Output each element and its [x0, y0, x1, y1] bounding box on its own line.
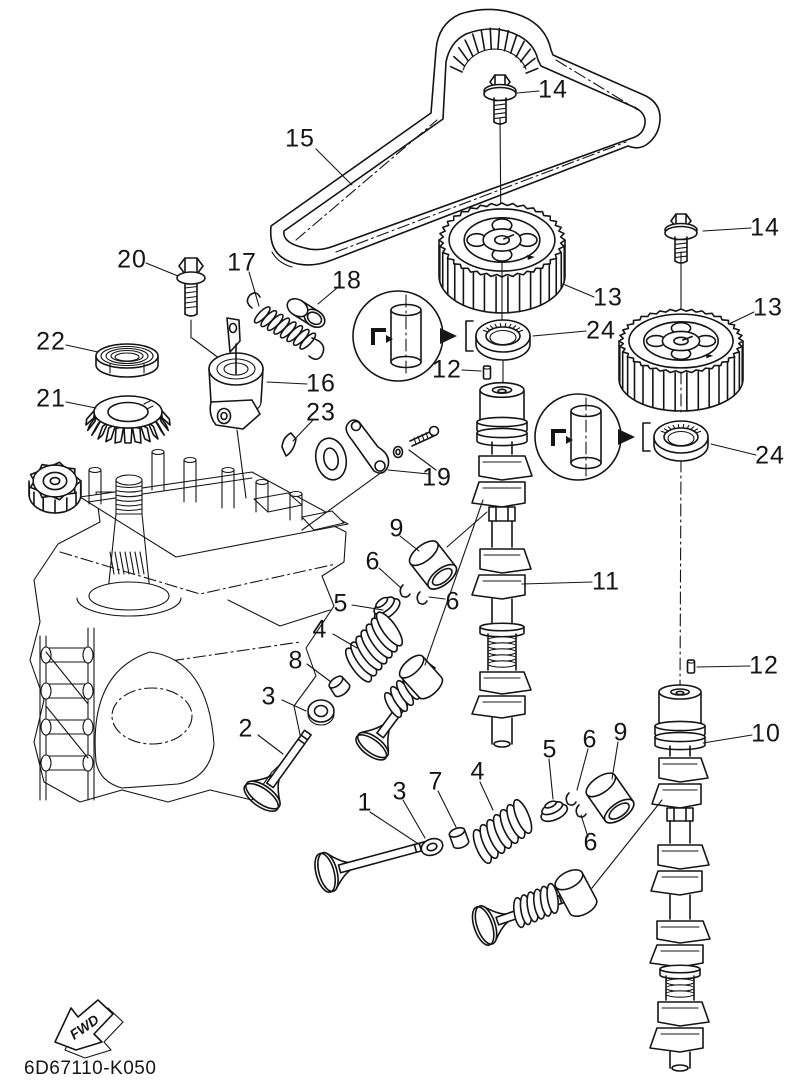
tensioner-group	[85, 257, 326, 444]
camshafts-group	[471, 381, 711, 1072]
valve-parts-bottom	[314, 772, 635, 946]
footer-part-code: 6D67110-K050	[24, 1058, 157, 1079]
leader-lines	[65, 90, 757, 889]
rocker-lever-group	[236, 419, 440, 531]
fwd-arrow	[54, 999, 124, 1059]
timing-belt	[269, 8, 661, 268]
cam-sprockets-group	[352, 74, 744, 691]
valve-parts-middle	[243, 540, 458, 813]
engine-block	[28, 448, 349, 803]
